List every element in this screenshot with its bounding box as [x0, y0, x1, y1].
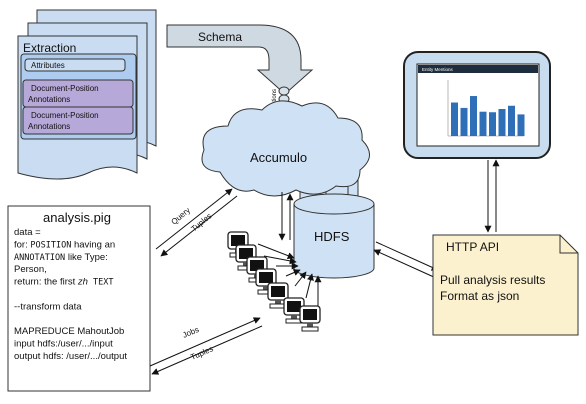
analysis-code-line: for: POSITION having an [14, 239, 115, 250]
accumulo-label: Accumulo [250, 150, 307, 165]
analysis-pig-box [7, 205, 151, 392]
cluster-to-hdfs-arrows [257, 243, 322, 306]
cloud-hdfs-arrows [278, 192, 294, 241]
query-arrow [155, 188, 233, 250]
http-api-title: HTTP API [446, 240, 499, 254]
tuples-arrow-top [160, 195, 238, 257]
chart-bar [470, 96, 477, 136]
jobs-label: Jobs [181, 325, 200, 340]
analysis-code-line: ANNOTATION like Type: [14, 252, 108, 263]
monitor-http-arrows [484, 159, 500, 233]
accumulo-cloud-shape [201, 100, 370, 197]
http-api-line-2: Format as json [440, 289, 519, 303]
analysis-code-line: MAPREDUCE MahoutJob [14, 326, 124, 337]
dashboard-monitor: Entity Mentions [403, 51, 551, 159]
analysis-code-line: --transform data [14, 301, 82, 312]
annotation-1-line-1: Document-Position [31, 84, 99, 93]
hdfs-label: HDFS [314, 229, 350, 244]
hdfs-http-arrows [373, 241, 439, 279]
jobs-arrow [149, 317, 261, 367]
schema-label: Schema [198, 30, 242, 44]
analysis-code-line: Person, [14, 264, 47, 275]
annotation-2-line-2: Annotations [28, 122, 70, 131]
http-api-note-shape [432, 234, 579, 336]
chart-bar [508, 105, 515, 136]
http-api-note-fold [559, 235, 578, 254]
attributes-label: Attributes [31, 61, 65, 70]
schema-arrow: Schema [166, 24, 314, 95]
analysis-code-line: output hdfs: /user/.../output [14, 351, 127, 362]
analysis-pig-code: data = for: POSITION having an ANNOTATION… [14, 227, 127, 362]
workstation-7 [299, 305, 321, 332]
analysis-pig-panel: analysis.pig data = for: POSITION having… [7, 205, 151, 392]
http-api-note: HTTP API Pull analysis results Format as… [432, 234, 579, 336]
analysis-code-line: input hdfs:/user/.../input [14, 339, 113, 350]
chart-bar [460, 107, 468, 136]
chart-bar [489, 112, 496, 136]
chart-bar [498, 109, 506, 136]
chart-title-bar [418, 65, 538, 73]
chart-bars [451, 96, 525, 136]
analysis-code-line: data = [14, 227, 41, 238]
analysis-code-line: return: the first zh TEXT [14, 277, 114, 288]
analysis-pig-title: analysis.pig [43, 210, 111, 225]
hdfs-cylinder-top [293, 193, 375, 215]
extraction-document-stack: Extraction Attributes Document-Position … [17, 9, 157, 180]
annotation-box-2 [22, 106, 134, 135]
accumulo-cloud: Accumulo [201, 100, 370, 197]
tuples-label-top: Tuples [190, 211, 214, 233]
annotation-2-line-1: Document-Position [31, 111, 99, 120]
chart-bar [451, 102, 458, 136]
http-api-line-1: Pull analysis results [440, 273, 545, 287]
tuples-arrow-bottom [151, 325, 263, 375]
chart-bar [517, 114, 525, 136]
attributes-box [24, 58, 126, 72]
chart-title: Entity Mentions [422, 67, 454, 72]
hdfs-cylinder: HDFS [293, 193, 375, 279]
annotation-1-line-2: Annotations [28, 95, 70, 104]
extraction-title: Extraction [23, 41, 76, 55]
chart-bar [479, 111, 487, 136]
query-tuples-arrows [155, 188, 238, 257]
jobs-tuples-arrows [149, 317, 263, 375]
